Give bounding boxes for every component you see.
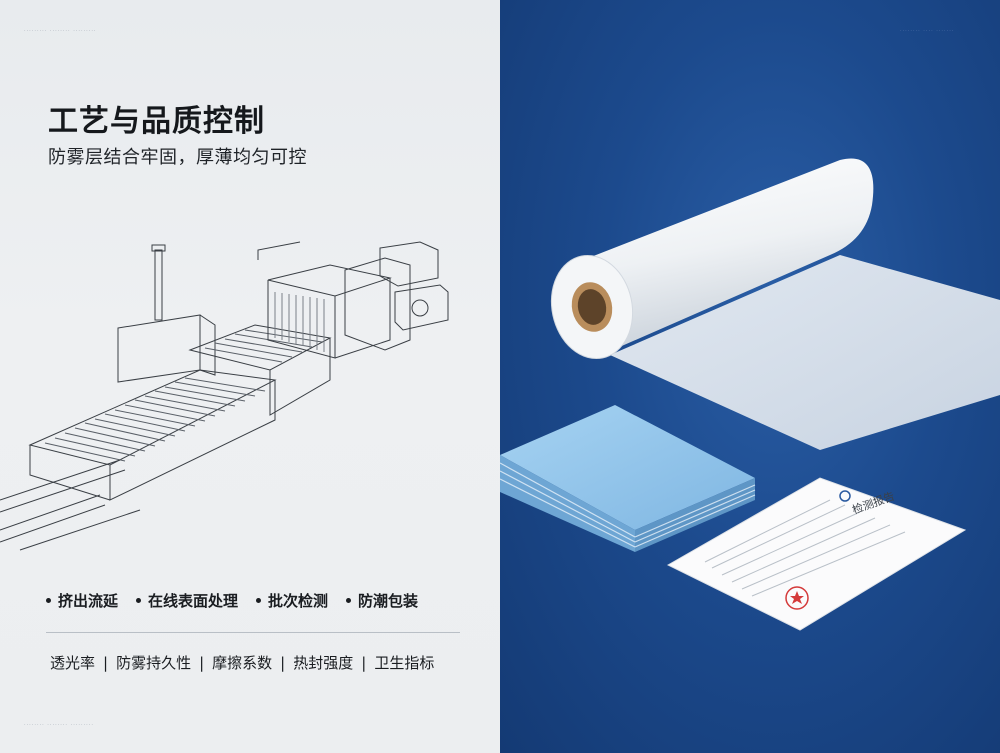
right-panel: ········ ···· ······· xyxy=(500,0,1000,753)
product-scene: 检测报告 xyxy=(500,158,1000,631)
metric-item: 防雾持久性 xyxy=(116,654,192,672)
feature-list: 挤出流延 在线表面处理 批次检测 防潮包装 xyxy=(46,590,466,611)
film-stack-icon xyxy=(500,405,756,552)
metrics-list: 透光率 | 防雾持久性 | 摩擦系数 | 热封强度 | 卫生指标 xyxy=(50,652,434,673)
page-subtitle: 防雾层结合牢固，厚薄均匀可控 xyxy=(48,147,307,168)
metric-item: 卫生指标 xyxy=(374,654,435,672)
left-panel: ········· ········ ········· 工艺与品质控制 防雾层… xyxy=(0,0,500,753)
metric-separator: | xyxy=(103,653,109,672)
metric-separator: | xyxy=(361,653,367,672)
metric-separator: | xyxy=(280,653,286,672)
bullet-icon xyxy=(136,598,142,603)
header-fine-print: ········· ········ ········· xyxy=(24,28,97,34)
metric-item: 透光率 xyxy=(50,654,96,672)
divider xyxy=(46,632,460,633)
production-line-icon xyxy=(0,241,449,551)
feature-item: 挤出流延 xyxy=(46,590,118,611)
film-sheet xyxy=(610,255,1000,450)
metric-separator: | xyxy=(199,653,205,672)
footer-fine-print: ········ ········ ········· xyxy=(24,722,94,728)
feature-item: 防潮包装 xyxy=(346,590,418,611)
metric-item: 摩擦系数 xyxy=(212,654,273,672)
page-title: 工艺与品质控制 xyxy=(48,104,265,139)
metric-item: 热封强度 xyxy=(293,654,354,672)
feature-item: 在线表面处理 xyxy=(136,590,238,611)
bullet-icon xyxy=(346,598,352,603)
header-fine-print: ········ ···· ······· xyxy=(900,28,955,34)
bullet-icon xyxy=(46,598,51,603)
feature-item: 批次检测 xyxy=(256,590,328,611)
bullet-icon xyxy=(256,598,262,603)
film-roll-icon xyxy=(550,158,874,360)
